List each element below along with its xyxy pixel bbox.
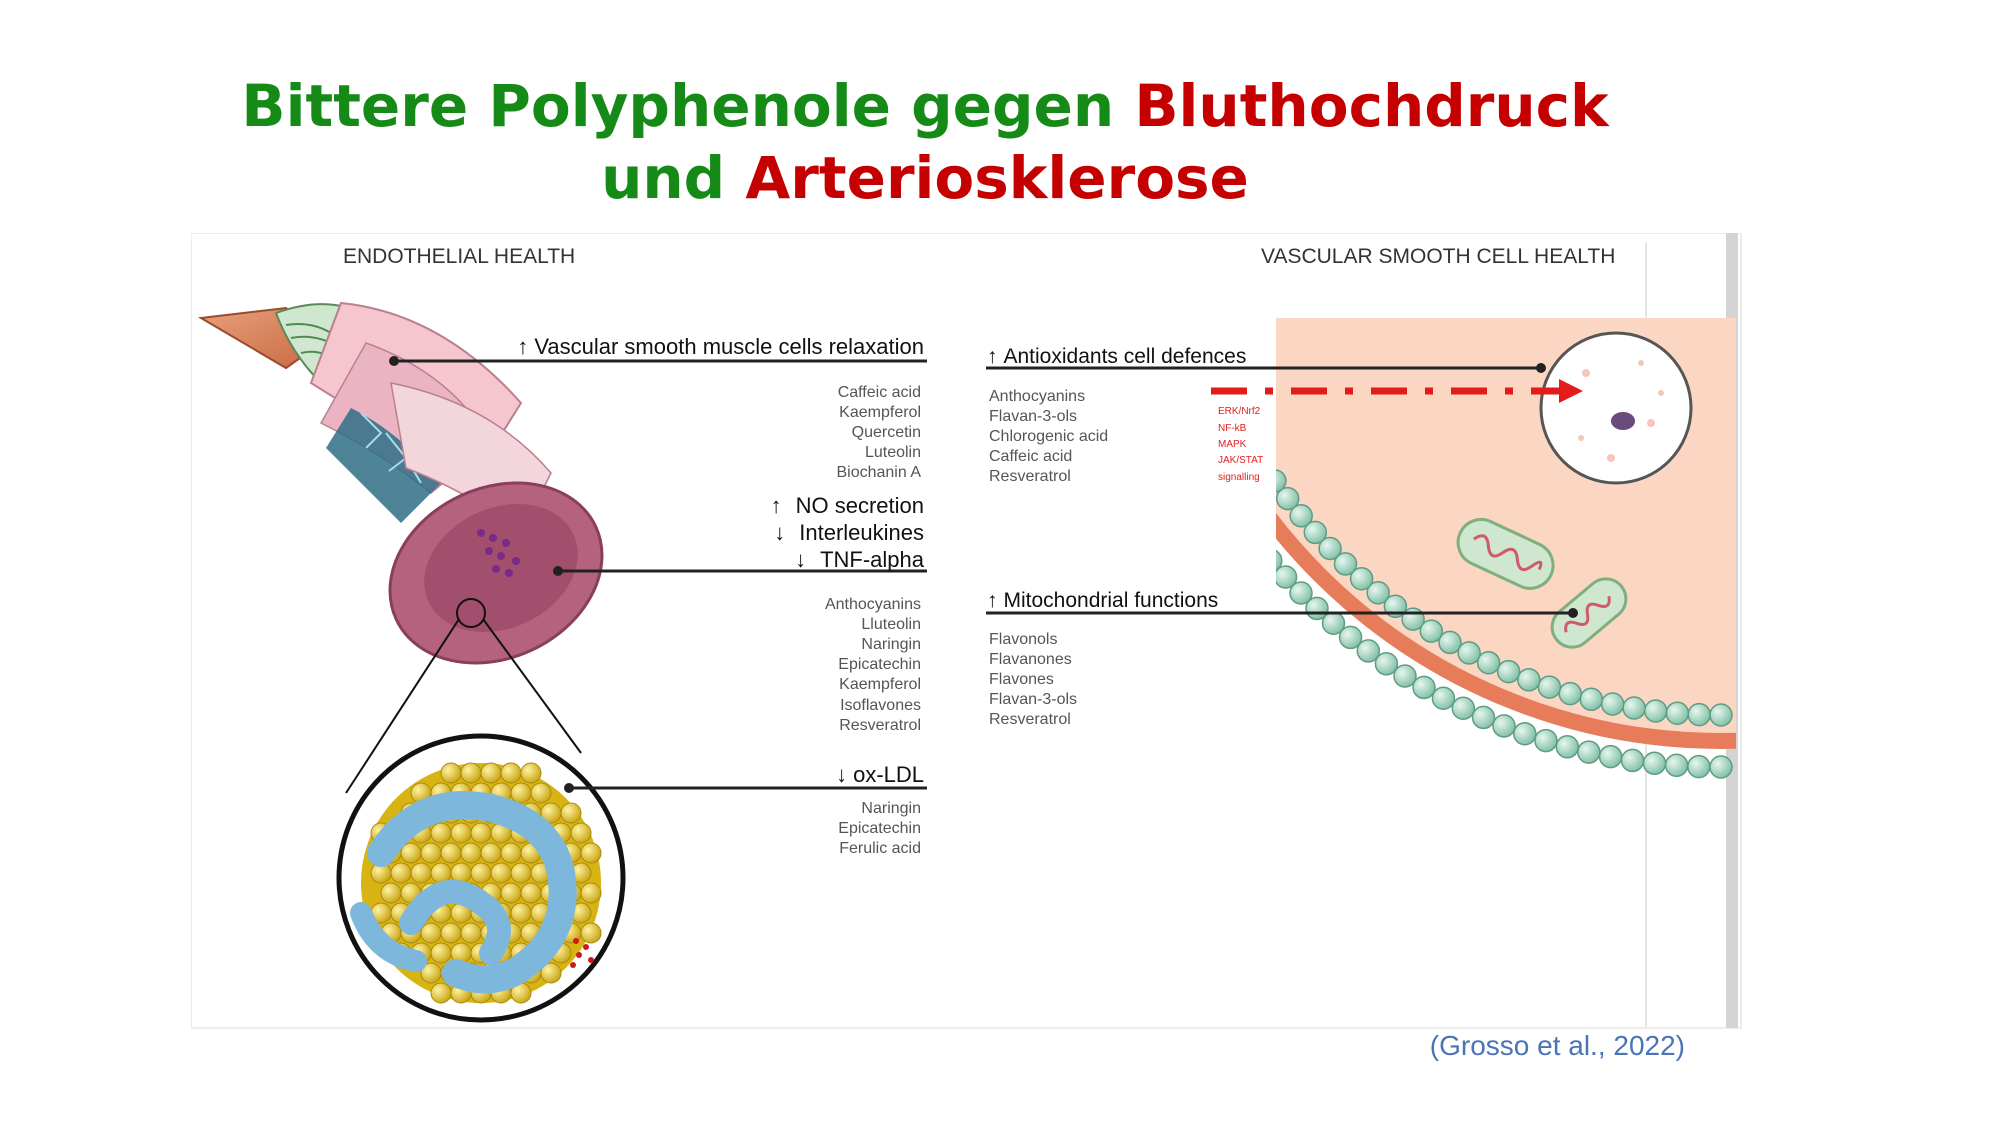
compound-label: Kaempferol (839, 404, 921, 421)
compound-label: Naringin (861, 636, 921, 653)
polyphenol-figure: ENDOTHELIAL HEALTH VASCULAR SMOOTH CELL … (191, 233, 1742, 1029)
effect-text: TNF-alpha (820, 547, 925, 572)
compound-label: Anthocyanins (825, 596, 921, 613)
effect-arrow: ↑ (771, 493, 782, 518)
svg-text:↑Vascular smooth muscle cells: ↑Vascular smooth muscle cells relaxation (517, 334, 924, 359)
effect-arrow: ↑ (987, 345, 998, 368)
compound-label: Flavanones (989, 651, 1072, 668)
right-effect-group-1: ↑ Antioxidants cell defences Anthocyanins… (987, 345, 1263, 485)
left-effect-group-1: ↑Vascular smooth muscle cells relaxation… (517, 334, 924, 481)
compound-label: Chlorogenic acid (989, 428, 1108, 445)
effect-arrow: ↓ (795, 547, 806, 572)
left-heading: ENDOTHELIAL HEALTH (343, 245, 575, 268)
effect-text: Vascular smooth muscle cells relaxation (534, 334, 924, 359)
signalling-label: ERK/Nrf2 (1218, 406, 1261, 417)
signalling-pathways: ERK/Nrf2 NF-kB MAPK JAK/STAT signalling (1218, 406, 1263, 483)
compound-label: Flavan-3-ols (989, 691, 1077, 708)
compound-label: Resveratrol (989, 468, 1071, 485)
signalling-label: JAK/STAT (1218, 455, 1263, 466)
compound-label: Kaempferol (839, 676, 921, 693)
compound-label: Quercetin (852, 424, 921, 441)
svg-text:↓ox-LDL: ↓ox-LDL (836, 762, 924, 787)
effect-text: ox-LDL (853, 762, 924, 787)
effect-arrow: ↓ (774, 520, 785, 545)
right-heading: VASCULAR SMOOTH CELL HEALTH (1261, 245, 1615, 268)
compound-label: Isoflavones (840, 697, 921, 714)
title-green-part: und (601, 144, 746, 212)
svg-text:↑Mitochondrial functions: ↑ Mitochondrial functions (987, 589, 1218, 612)
compound-label: Naringin (861, 800, 921, 817)
compound-label: Anthocyanins (989, 388, 1085, 405)
compound-label: Luteolin (865, 444, 921, 461)
effect-arrow: ↑ (517, 334, 528, 359)
slide-title: Bittere Polyphenole gegen Bluthochdruck … (0, 70, 1850, 214)
svg-text:↓TNF-alpha: ↓ TNF-alpha (795, 547, 925, 572)
compound-label: Resveratrol (989, 711, 1071, 728)
svg-text:↑NO secretion: ↑ NO secretion (771, 493, 924, 518)
effect-arrow: ↓ (836, 762, 847, 787)
effect-text: Mitochondrial functions (1004, 589, 1219, 612)
title-line-2: und Arteriosklerose (0, 142, 1850, 214)
title-red-part: Bluthochdruck (1134, 72, 1609, 140)
left-effect-group-2: ↑NO secretion ↓Interleukines ↓TNF-alpha … (771, 493, 925, 734)
effect-text: NO secretion (796, 493, 924, 518)
citation: (Grosso et al., 2022) (1429, 1030, 1685, 1061)
compound-label: Lluteolin (861, 616, 921, 633)
svg-text:↓Interleukines: ↓ Interleukines (774, 520, 924, 545)
effect-arrow: ↑ (987, 589, 998, 612)
left-effect-group-3: ↓ox-LDL Naringin Epicatechin Ferulic aci… (836, 762, 924, 857)
blood-vessel-illustration (197, 301, 626, 1023)
effect-text: Interleukines (799, 520, 924, 545)
compound-label: Caffeic acid (838, 384, 921, 401)
compound-label: Flavonols (989, 631, 1057, 648)
connector-lines (394, 359, 1573, 790)
compound-label: Biochanin A (836, 464, 921, 481)
compound-label: Caffeic acid (989, 448, 1072, 465)
effect-text: Antioxidants cell defences (1004, 345, 1247, 368)
signalling-label: MAPK (1218, 439, 1247, 450)
title-line-1: Bittere Polyphenole gegen Bluthochdruck (0, 70, 1850, 142)
compound-label: Resveratrol (839, 717, 921, 734)
signalling-label: signalling (1218, 472, 1260, 483)
svg-text:↑Antioxidants cell defences: ↑ Antioxidants cell defences (987, 345, 1246, 368)
right-effect-group-2: ↑ Mitochondrial functions Flavonols Flava… (987, 589, 1218, 728)
title-red-part: Arteriosklerose (745, 144, 1249, 212)
compound-label: Epicatechin (838, 656, 921, 673)
compound-label: Epicatechin (838, 820, 921, 837)
compound-label: Flavan-3-ols (989, 408, 1077, 425)
compound-label: Ferulic acid (839, 840, 921, 857)
title-green-part: Bittere Polyphenole gegen (241, 72, 1135, 140)
smooth-muscle-cell-illustration (1211, 318, 1736, 779)
signalling-label: NF-kB (1218, 423, 1247, 434)
compound-label: Flavones (989, 671, 1054, 688)
